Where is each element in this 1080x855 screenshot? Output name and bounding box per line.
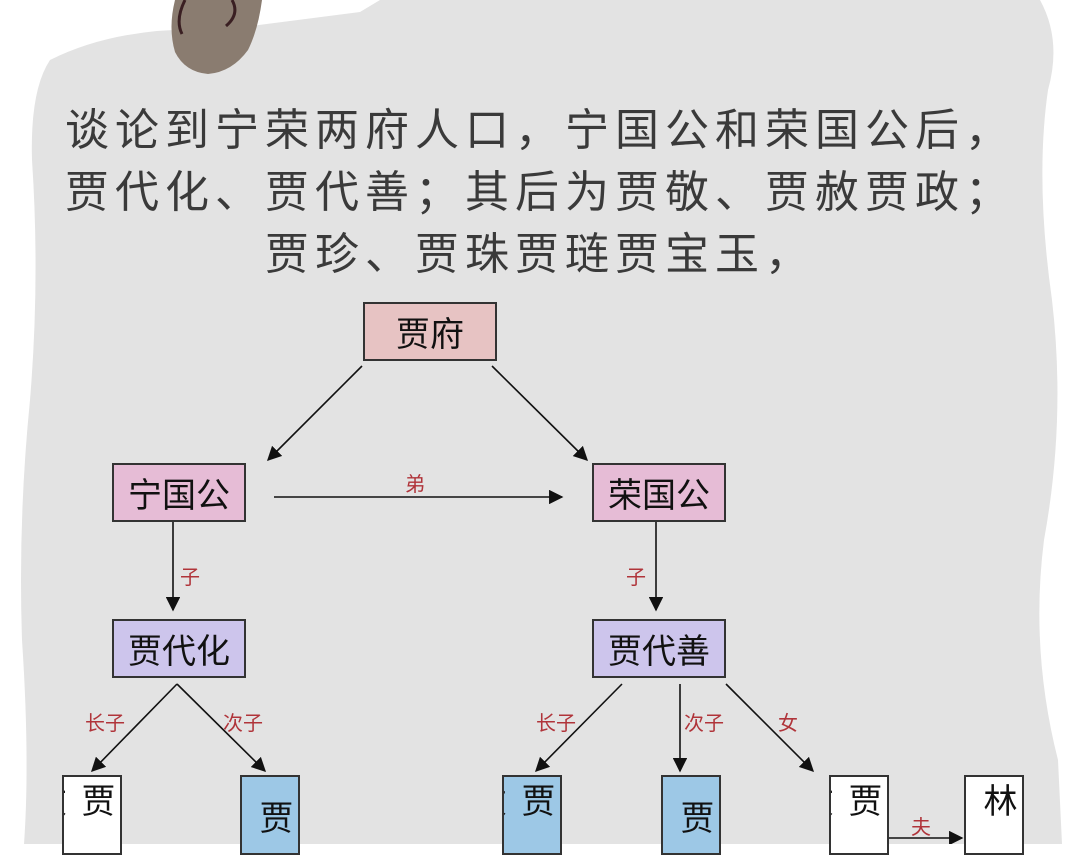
node-jiamin: 贾敏 — [829, 775, 889, 855]
title-line-2: 贾代化、贾代善；其后为贾敬、贾赦贾政； — [65, 167, 1015, 218]
node-rongguogong: 荣国公 — [592, 463, 726, 522]
edge-label-brother: 弟 — [405, 472, 425, 496]
node-jiashe: 贾赦 — [502, 775, 562, 855]
node-jiazheng: 贾 — [661, 775, 721, 855]
edge-label-eldest-right: 长子 — [536, 711, 576, 735]
brush-stroke-dark — [177, 0, 237, 35]
node-jiadaishan: 贾代善 — [592, 619, 726, 678]
edge-daihua-fu — [176, 683, 267, 773]
edge-label-daughter: 女 — [778, 711, 798, 735]
node-jiadaihua: 贾代化 — [112, 619, 246, 678]
edge-label-second-left: 次子 — [223, 711, 263, 735]
title-line-1: 谈论到宁荣两府人口，宁国公和荣国公后， — [65, 105, 1015, 156]
edge-label-son-left: 子 — [180, 565, 200, 589]
edge-daishan-min — [725, 683, 815, 773]
edge-root-rongguo — [491, 365, 589, 462]
brush-smear — [171, 0, 262, 74]
edge-label-second-right: 次子 — [684, 711, 724, 735]
edge-root-ningguo — [266, 365, 363, 462]
edge-label-eldest-left: 长子 — [85, 711, 125, 735]
edge-label-son-right: 子 — [626, 565, 646, 589]
node-jiafu: 贾府 — [363, 302, 497, 361]
node-ningguogong: 宁国公 — [112, 463, 246, 522]
title-line-3: 贾珍、贾珠贾琏贾宝玉， — [265, 229, 815, 280]
edge-daishan-she — [534, 683, 623, 773]
node-jia-left-son2: 贾 — [240, 775, 300, 855]
node-jiajing: 贾敬 — [62, 775, 122, 855]
edge-label-husband: 夫 — [911, 815, 931, 839]
node-linru: 林如 — [964, 775, 1024, 855]
edge-daihua-jing — [90, 683, 178, 773]
paper-background — [21, 0, 1062, 844]
